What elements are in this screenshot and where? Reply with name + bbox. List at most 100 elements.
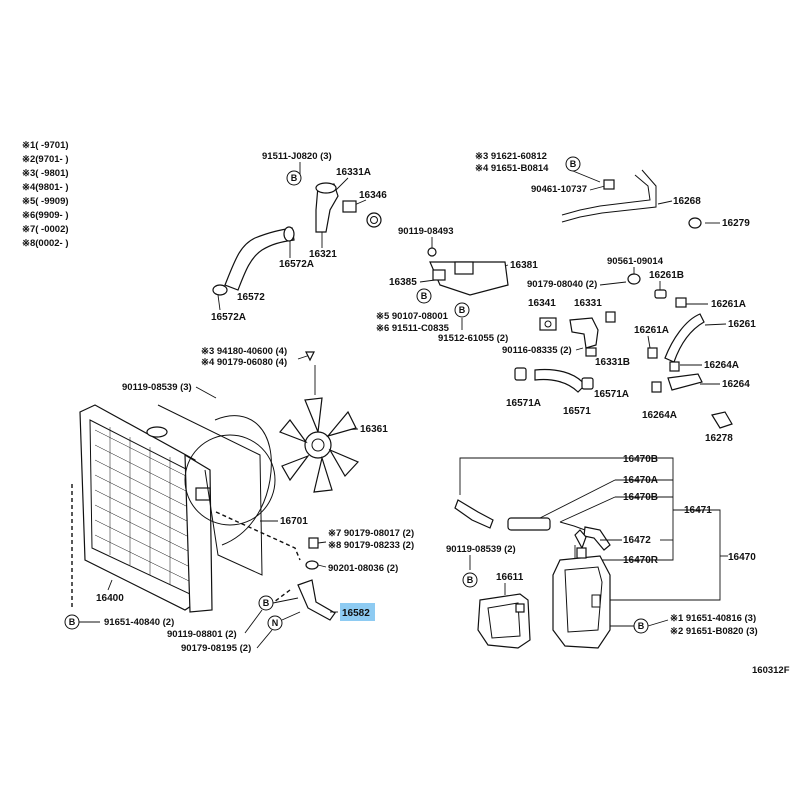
marker-n (267, 615, 283, 631)
svg-text:B: B (570, 159, 577, 169)
inlet-flange (454, 261, 474, 275)
hose-clamp-top (283, 226, 295, 242)
cooling-fan-16361 (279, 397, 360, 493)
fan-shroud-16701 (157, 404, 263, 576)
date-range-legend: ※1( -9701) ※2(9701- ) ※3( -9801) ※4(9801… (22, 140, 69, 249)
legend-row-6: ※6(9909- ) (22, 210, 69, 221)
stud-90179 (605, 311, 616, 323)
label-16264A-r: 16264A (704, 360, 739, 371)
label-16331B: 16331B (595, 357, 630, 368)
svg-text:B: B (69, 617, 76, 627)
clip-16261B (654, 289, 667, 299)
bracket-16582 (297, 579, 336, 621)
label-16582: 16582 (342, 608, 370, 619)
svg-text:B: B (421, 291, 428, 301)
clamp-16571A-l (514, 367, 527, 381)
water-inlet-group: 90119-08493 16381 16385 ※5 90107-08001 ※… (376, 226, 538, 344)
hose-clamp-bottom (212, 284, 228, 296)
hose-16261 (664, 313, 705, 363)
nut-90179 (308, 537, 319, 549)
label-16279: 16279 (722, 218, 750, 229)
legend-row-5: ※5( -9909) (22, 196, 69, 207)
svg-text:N: N (272, 618, 279, 628)
label-16331: 16331 (574, 298, 602, 309)
label-90179-08017: ※7 90179-08017 (2) (328, 528, 414, 539)
label-91511-J0820: 91511-J0820 (3) (262, 151, 332, 162)
highlight-16582 (340, 603, 375, 621)
heater-pipe (561, 174, 651, 216)
legend-row-7: ※7( -0002) (22, 224, 69, 235)
fan-nut (305, 351, 315, 362)
label-90201-08036: 90201-08036 (2) (328, 563, 398, 574)
gasket-16341 (539, 317, 557, 331)
clamp-16261A-r (675, 297, 687, 308)
label-16385: 16385 (389, 277, 417, 288)
label-16268: 16268 (673, 196, 701, 207)
diagram-code: 160312F (752, 665, 790, 676)
label-91651-B0814: ※4 91651-B0814 (475, 163, 549, 174)
drain-cock-16279 (688, 217, 702, 229)
label-16470B-1: 16470B (623, 454, 658, 465)
label-16264: 16264 (722, 379, 750, 390)
hose-16571 (534, 368, 586, 393)
bracket-16582-group: ※7 90179-08017 (2) ※8 90179-08233 (2) 90… (167, 528, 414, 654)
label-91511-C0835: ※6 91511-C0835 (376, 323, 450, 334)
svg-text:B: B (291, 173, 298, 183)
outlet-flange (315, 182, 337, 194)
legend-row-4: ※4(9801- ) (22, 182, 69, 193)
bypass-hose-group: 90561-09014 16261B 90179-08040 (2) 16341… (502, 256, 756, 444)
reservoir-tank-16470 (552, 555, 611, 649)
bracket-16611 (477, 593, 531, 649)
label-90119-08801: 90119-08801 (2) (167, 629, 237, 640)
label-90119-08539-l: 90119-08539 (3) (122, 382, 192, 393)
label-16331A: 16331A (336, 167, 371, 178)
label-90107-08001: ※5 90107-08001 (376, 311, 449, 322)
label-16400: 16400 (96, 593, 124, 604)
pipe-clip (603, 179, 615, 190)
overflow-hose (454, 499, 494, 529)
label-91651-40816: ※1 91651-40816 (3) (670, 613, 756, 624)
reservoir-cap (576, 547, 587, 559)
label-91621-60812: ※3 91621-60812 (475, 151, 547, 162)
hose-16472 (583, 526, 611, 551)
bolt-90561 (627, 273, 641, 285)
clamp-16571A-r (581, 377, 594, 390)
label-16470: 16470 (728, 552, 756, 563)
stud-bolt (427, 247, 437, 257)
svg-text:B: B (467, 575, 474, 585)
label-16611: 16611 (496, 572, 524, 583)
label-90119-08539-r: 90119-08539 (2) (446, 544, 516, 555)
label-90116-08335: 90116-08335 (2) (502, 345, 572, 356)
upper-hose-group: 91511-J0820 (3) 16331A 16346 16321 16572… (211, 151, 387, 323)
label-16572A-top: 16572A (279, 259, 314, 270)
label-16261A-l: 16261A (634, 325, 669, 336)
label-90179-06080: ※4 90179-06080 (4) (201, 357, 287, 368)
marker-b (286, 170, 302, 186)
hose-16470A (507, 517, 551, 531)
label-16321: 16321 (309, 249, 337, 260)
radiator-fan-group: ※3 94180-40600 (4) ※4 90179-06080 (4) 90… (64, 346, 388, 630)
label-16470R: 16470R (623, 555, 659, 566)
label-16470A: 16470A (623, 475, 658, 486)
label-91651-B0820: ※2 91651-B0820 (3) (670, 626, 758, 637)
label-91651-40840: 91651-40840 (2) (104, 617, 174, 628)
label-16572A-bot: 16572A (211, 312, 246, 323)
label-16341: 16341 (528, 298, 556, 309)
label-16571: 16571 (563, 406, 591, 417)
gasket-16385 (432, 269, 446, 281)
label-16471: 16471 (684, 505, 712, 516)
gasket-16346 (366, 212, 382, 228)
radiator-bracket (195, 487, 211, 501)
legend-row-8: ※8(0002- ) (22, 238, 69, 249)
washer-90201 (305, 560, 319, 570)
label-94180-40600: ※3 94180-40600 (4) (201, 346, 287, 357)
water-inlet-pipe-16381 (429, 261, 509, 296)
label-91512-61055: 91512-61055 (2) (438, 333, 508, 344)
label-16571A-l: 16571A (506, 398, 541, 409)
label-90561-09014: 90561-09014 (607, 256, 664, 267)
label-90179-08233: ※8 90179-08233 (2) (328, 540, 414, 551)
label-90461-10737: 90461-10737 (531, 184, 587, 195)
thermostat-switch (342, 200, 357, 213)
heater-pipe-group: ※3 91621-60812 ※4 91651-B0814 B 90461-10… (475, 151, 750, 229)
